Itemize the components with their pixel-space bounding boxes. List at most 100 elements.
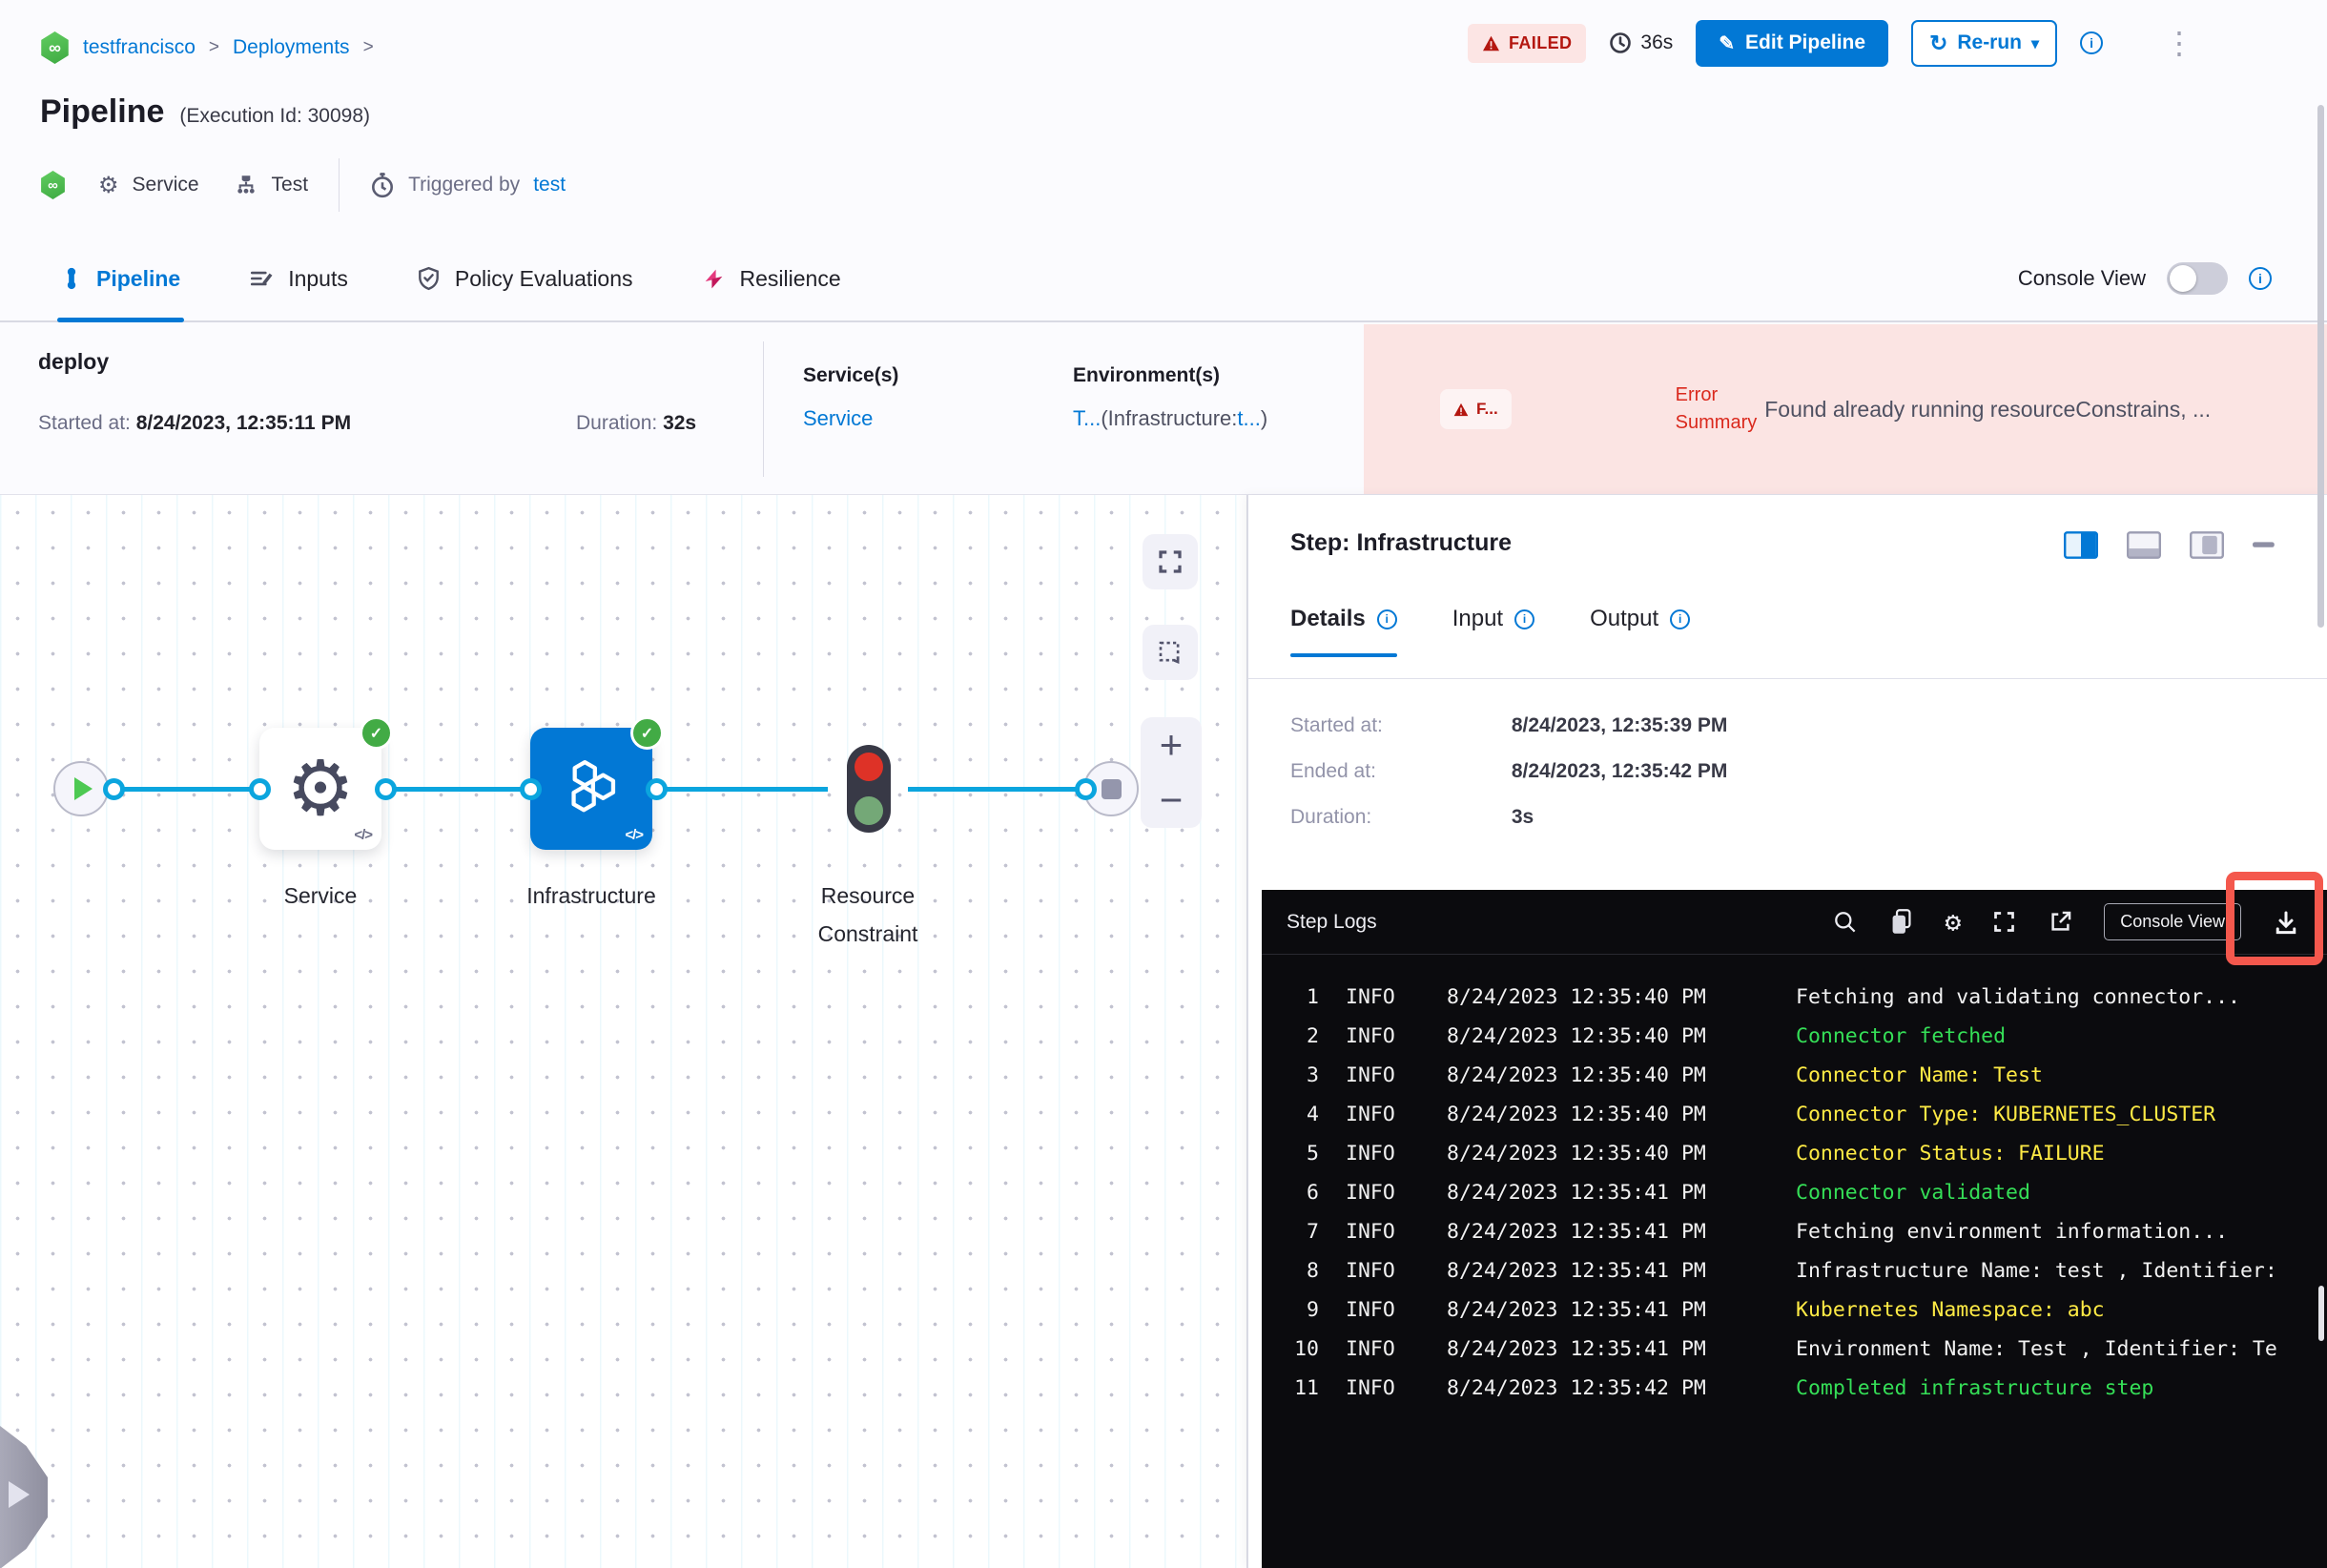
warning-triangle-icon	[1483, 35, 1499, 51]
step-node-infrastructure[interactable]	[530, 716, 664, 850]
triggered-by-user[interactable]: test	[533, 174, 566, 196]
stage-started: Started at: 8/24/2023, 12:35:11 PM	[38, 412, 352, 434]
service-gear-icon	[98, 172, 119, 199]
stage-name[interactable]: deploy	[38, 349, 110, 374]
error-summary-band: F... Error Summary Found already running…	[1364, 324, 2327, 494]
harness-logo-icon	[41, 171, 65, 199]
download-logs-icon[interactable]	[2272, 908, 2300, 937]
connector-port	[375, 778, 397, 800]
page-title: Pipeline	[40, 93, 165, 130]
panel-scrollbar[interactable]	[2317, 105, 2324, 628]
details-info-icon[interactable]	[1376, 609, 1397, 629]
error-summary-message: Found already running resourceConstrains…	[1764, 396, 2212, 422]
marquee-select-icon	[1159, 641, 1180, 664]
console-view-control: Console View	[2018, 237, 2272, 320]
service-name[interactable]: Service	[132, 174, 199, 196]
play-icon	[74, 777, 93, 800]
environment-link[interactable]: T...(Infrastructure:t...)	[1073, 406, 1268, 430]
search-icon[interactable]	[1832, 909, 1858, 935]
layout-bottom-split-icon[interactable]	[2127, 531, 2161, 559]
tab-details[interactable]: Details	[1290, 606, 1397, 657]
divider	[1248, 678, 2327, 679]
input-info-icon[interactable]	[1514, 609, 1535, 629]
start-node[interactable]	[53, 761, 109, 816]
connector-port	[103, 778, 125, 800]
connector-line	[908, 787, 1108, 792]
breadcrumb-project[interactable]: testfrancisco	[83, 36, 196, 58]
rerun-info-icon[interactable]	[2080, 31, 2104, 54]
environment-name[interactable]: Test	[271, 174, 309, 196]
tab-output[interactable]: Output	[1590, 606, 1691, 657]
environment-icon	[237, 175, 255, 194]
connector-port	[646, 778, 668, 800]
connector-line	[95, 787, 828, 792]
fullscreen-icon[interactable]	[1991, 909, 2017, 935]
panel-layout-controls	[2064, 531, 2276, 559]
stop-icon	[1101, 778, 1122, 799]
fullscreen-icon	[1159, 550, 1182, 573]
output-info-icon[interactable]	[1670, 609, 1691, 629]
page-title-row: Pipeline (Execution Id: 30098)	[40, 93, 370, 131]
success-check-icon	[630, 716, 664, 750]
execution-tabbar: Pipeline Inputs Policy Evaluations Resil…	[0, 237, 2327, 322]
expand-panel-handle[interactable]	[0, 1426, 48, 1568]
zoom-in-button[interactable]: +	[1159, 722, 1184, 767]
rerun-button[interactable]: Re-run	[1911, 19, 2058, 67]
layout-drawer-icon[interactable]	[2190, 531, 2224, 559]
resilience-icon	[705, 269, 722, 288]
log-settings-icon[interactable]	[1945, 909, 1961, 936]
console-view-button[interactable]: Console View	[2104, 903, 2241, 940]
code-tag-icon	[354, 827, 372, 843]
canvas-fullscreen-button[interactable]	[1143, 534, 1198, 589]
tab-input[interactable]: Input	[1452, 606, 1535, 657]
step-node-resource-constraint[interactable]	[847, 745, 891, 833]
console-view-label: Console View	[2017, 266, 2146, 290]
execution-actions: FAILED 36s Edit Pipeline Re-run	[1468, 19, 2194, 67]
code-tag-icon	[625, 827, 643, 843]
console-view-info-icon[interactable]	[2249, 267, 2272, 290]
warning-triangle-icon	[1453, 402, 1469, 416]
traffic-light-red	[855, 753, 883, 781]
canvas-select-button[interactable]	[1143, 625, 1198, 680]
execution-duration: 36s	[1609, 31, 1673, 54]
zoom-out-button[interactable]: −	[1159, 777, 1184, 822]
breadcrumb-separator: >	[208, 37, 219, 57]
breadcrumb-deployments[interactable]: Deployments	[233, 36, 350, 58]
error-summary-label: Error Summary	[1675, 384, 1758, 433]
tab-pipeline[interactable]: Pipeline	[56, 237, 185, 322]
tab-resilience[interactable]: Resilience	[702, 237, 841, 320]
environments-column: Environment(s) T...(Infrastructure:t...)	[1073, 364, 1268, 430]
divider	[339, 158, 340, 212]
minimize-icon[interactable]	[2253, 541, 2276, 549]
log-scrollbar[interactable]	[2318, 1286, 2324, 1341]
stopwatch-icon	[372, 173, 394, 198]
detail-row-started: Started at: 8/24/2023, 12:35:39 PM	[1290, 714, 1728, 736]
edit-pipeline-button[interactable]: Edit Pipeline	[1696, 19, 1889, 67]
step-details-panel: Step: Infrastructure Details Input Outpu…	[1247, 495, 2327, 1568]
console-view-toggle[interactable]	[2167, 262, 2228, 295]
node-label-service: Service	[283, 883, 358, 908]
tab-inputs[interactable]: Inputs	[249, 237, 348, 320]
tab-policy-evaluations[interactable]: Policy Evaluations	[417, 237, 633, 320]
pipeline-graph-canvas[interactable]: Service Infrastructure Resource Constrai…	[0, 495, 1247, 1568]
open-in-new-icon[interactable]	[2048, 909, 2073, 935]
step-node-service[interactable]	[259, 716, 393, 850]
pipeline-meta-row: Service Test Triggered by test	[40, 158, 566, 212]
chevron-down-icon	[2031, 31, 2039, 54]
refresh-icon	[1929, 31, 1947, 56]
copy-icon[interactable]	[1888, 908, 1914, 936]
step-logs-header: Step Logs Console View	[1262, 890, 2327, 955]
service-gear-icon	[286, 751, 355, 827]
more-options-menu[interactable]	[2164, 28, 2194, 58]
infrastructure-hexagons-icon	[571, 759, 616, 813]
layout-right-split-icon[interactable]	[2064, 531, 2098, 559]
service-link[interactable]: Service	[803, 406, 874, 430]
execution-id: (Execution Id: 30098)	[179, 105, 370, 127]
